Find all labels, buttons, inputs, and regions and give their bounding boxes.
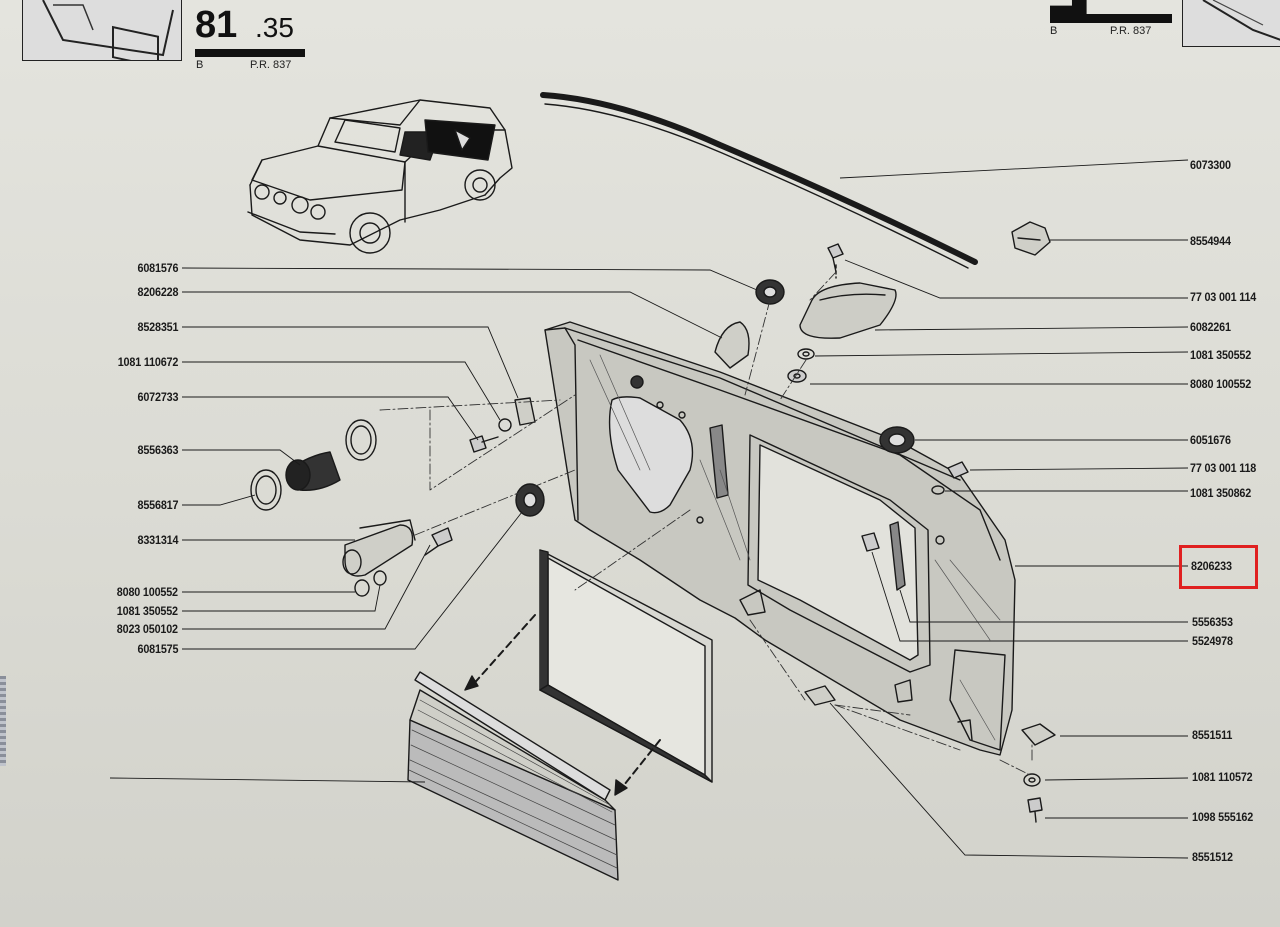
label-5524978: 5524978 bbox=[1192, 634, 1233, 648]
label-5556353: 5556353 bbox=[1192, 615, 1233, 629]
label-8331314: 8331314 bbox=[137, 533, 178, 547]
label-8206228: 8206228 bbox=[137, 285, 178, 299]
storage-box bbox=[407, 671, 619, 881]
highlight-box-8206233 bbox=[1179, 545, 1258, 589]
thumbnail-panel-icon bbox=[42, 0, 174, 60]
car-illustration bbox=[247, 99, 513, 254]
label-1098555162: 1098 555162 bbox=[1192, 810, 1254, 824]
header-right-plate-ref: P.R. 837 bbox=[1110, 25, 1152, 37]
label-1081350862: 1081 350862 bbox=[1190, 486, 1252, 500]
header-plate-sub-number: .35 bbox=[255, 12, 294, 43]
label-8551511: 8551511 bbox=[1192, 728, 1233, 742]
label-8080100552-right: 8080 100552 bbox=[1190, 377, 1252, 391]
label-1081350552-left: 1081 350552 bbox=[116, 604, 178, 618]
mesh-frame bbox=[539, 549, 713, 783]
label-1081350552-right: 1081 350552 bbox=[1190, 348, 1252, 362]
clip-8554944 bbox=[1011, 221, 1051, 256]
label-8556363: 8556363 bbox=[137, 443, 178, 457]
header-plate-ref: P.R. 837 bbox=[250, 59, 292, 71]
label-8206233: 8206233 bbox=[1191, 559, 1232, 573]
label-8554944: 8554944 bbox=[1190, 234, 1231, 248]
label-1081110572: 1081 110572 bbox=[1192, 770, 1253, 784]
label-6072733: 6072733 bbox=[137, 390, 178, 404]
label-7703001118: 77 03 001 118 bbox=[1190, 461, 1257, 475]
label-7703001114: 77 03 001 114 bbox=[1190, 290, 1257, 304]
label-6082261: 6082261 bbox=[1190, 320, 1231, 334]
bolt-7703001114 bbox=[827, 243, 844, 279]
plate-6082261 bbox=[799, 282, 897, 339]
label-6073300: 6073300 bbox=[1190, 158, 1231, 172]
label-6081575: 6081575 bbox=[137, 642, 178, 656]
thumbnail-panel-icon bbox=[1202, 0, 1280, 41]
label-8023050102: 8023 050102 bbox=[116, 622, 178, 636]
label-8551512: 8551512 bbox=[1192, 850, 1233, 864]
label-6051676: 6051676 bbox=[1190, 433, 1231, 447]
header-plate-series: B bbox=[196, 59, 204, 71]
header-right-plate-bar bbox=[1050, 14, 1172, 23]
door-trim-panel bbox=[544, 321, 1016, 756]
header-right-plate-series: B bbox=[1050, 25, 1058, 37]
label-8528351: 8528351 bbox=[137, 320, 178, 334]
header-plate-bar bbox=[195, 49, 305, 57]
header-plate-main-number: 81 bbox=[195, 4, 238, 46]
label-8080100552-left: 8080 100552 bbox=[116, 585, 178, 599]
label-6081576: 6081576 bbox=[137, 261, 178, 275]
label-1081110672: 1081 110672 bbox=[117, 355, 179, 369]
header-left-thumbnail bbox=[22, 0, 182, 61]
label-8556817: 8556817 bbox=[137, 498, 178, 512]
page-edge-strip bbox=[0, 676, 6, 766]
glass-seal-strip bbox=[540, 92, 978, 269]
header-right-thumbnail bbox=[1182, 0, 1280, 47]
